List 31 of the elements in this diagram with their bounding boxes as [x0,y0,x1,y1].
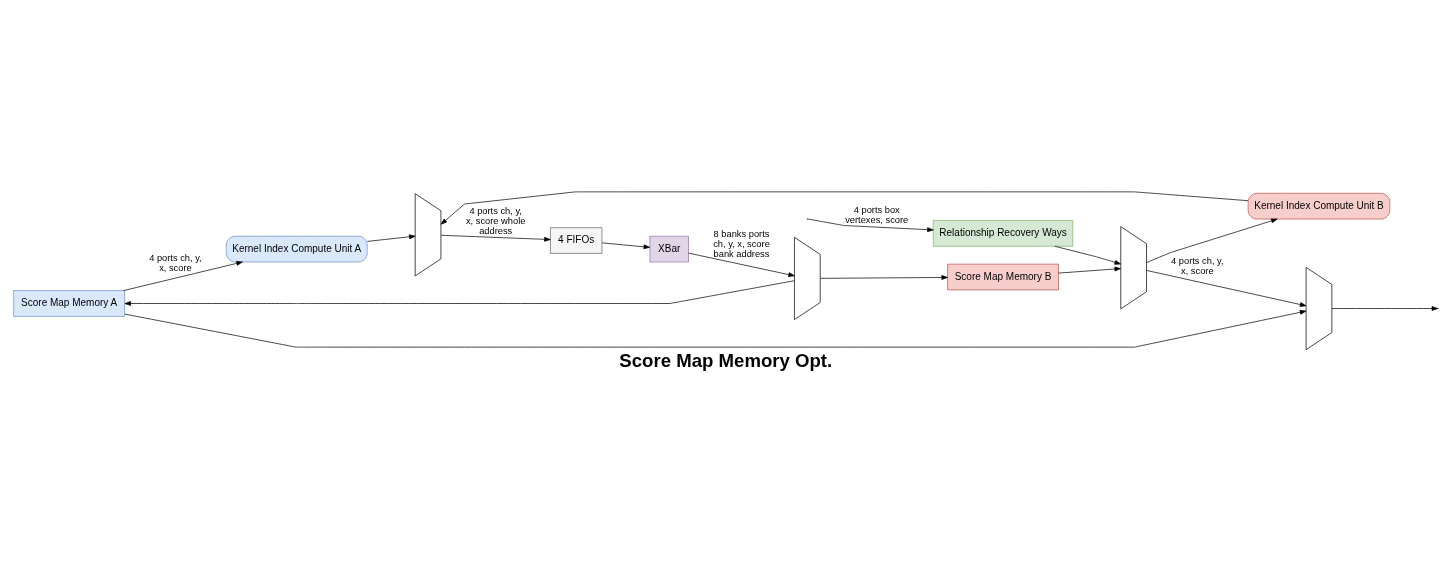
node-trapezoid [1120,225,1147,309]
arrow [366,233,416,242]
arrow [1146,269,1307,307]
arrow [124,309,1307,347]
node-box: Score Map Memory A [13,289,125,317]
node-box: XBar [649,235,689,262]
arrow [820,274,948,280]
node-box: Relationship Recovery Ways [932,219,1074,247]
arrow [124,279,795,306]
edge-label: 4 ports box vertexes, score [845,204,909,225]
arrow [1054,245,1121,265]
edge-label: 4 ports ch, y, x, score [1171,255,1224,276]
node-box: Kernel Index Compute Unit A [225,235,368,262]
arrow [601,242,651,249]
edge-label: 4 ports ch, y, x, score whole address [465,205,526,236]
edge-label: 8 banks ports ch, y, x, score bank address [713,228,770,259]
arrow [1146,218,1278,263]
edge-label: 4 ports ch, y, x, score [149,252,202,273]
node-box: 4 FIFOs [550,226,603,254]
diagram-title: Score Map Memory Opt. [619,349,833,371]
arrow [440,191,1249,225]
arrow [688,252,795,277]
arrow [123,260,243,291]
node-trapezoid [794,236,821,320]
node-trapezoid [414,192,442,276]
arrow [1058,266,1121,273]
node-trapezoid [1305,266,1333,350]
arrow [807,218,934,232]
node-box: Kernel Index Compute Unit B [1247,192,1391,219]
node-box: Score Map Memory B [947,263,1059,290]
arrow [440,234,551,242]
